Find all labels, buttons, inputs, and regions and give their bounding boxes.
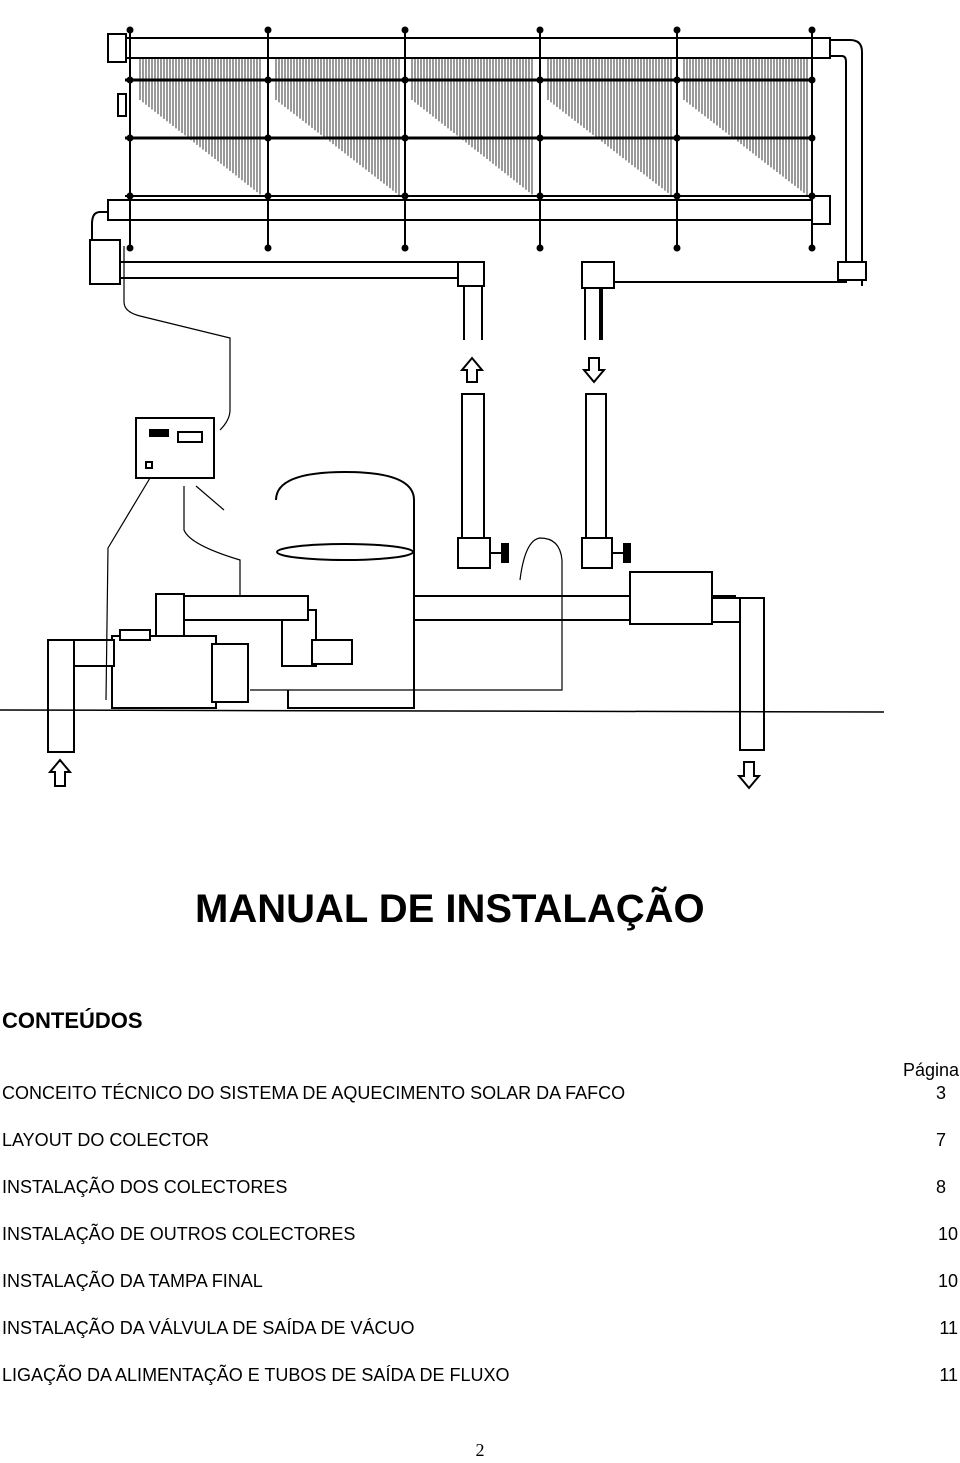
toc-entry[interactable]: LAYOUT DO COLECTOR 7 xyxy=(2,1130,958,1177)
collector-top-header xyxy=(107,37,831,59)
toc-entry-page: 7 xyxy=(935,1130,946,1150)
up-arrow-icon xyxy=(459,356,485,383)
table-of-contents: CONCEITO TÉCNICO DO SISTEMA DE AQUECIMEN… xyxy=(2,1083,958,1412)
page-number: 2 xyxy=(475,1440,485,1460)
valve-right xyxy=(581,537,631,569)
controller-box xyxy=(135,417,215,479)
toc-entry-label: LIGAÇÃO DA ALIMENTAÇÃO E TUBOS DE SAÍDA … xyxy=(2,1365,510,1385)
toc-entry[interactable]: INSTALAÇÃO DOS COLECTORES 8 xyxy=(2,1177,958,1224)
down-arrow-icon xyxy=(581,357,607,384)
section-title: CONTEÚDOS xyxy=(2,1008,143,1033)
collector-bottom-header xyxy=(107,199,831,221)
toc-entry[interactable]: INSTALAÇÃO DE OUTROS COLECTORES 10 xyxy=(2,1224,958,1271)
heater-box xyxy=(629,571,713,625)
pump xyxy=(111,629,249,709)
toc-entry-page: 10 xyxy=(937,1271,958,1291)
toc-entry-page: 11 xyxy=(939,1318,958,1338)
toc-entry[interactable]: CONCEITO TÉCNICO DO SISTEMA DE AQUECIMEN… xyxy=(2,1083,958,1130)
up-arrow-icon xyxy=(47,758,73,787)
toc-entry[interactable]: LIGAÇÃO DA ALIMENTAÇÃO E TUBOS DE SAÍDA … xyxy=(2,1365,958,1412)
toc-entry[interactable]: INSTALAÇÃO DA TAMPA FINAL 10 xyxy=(2,1271,958,1318)
filter-tank xyxy=(275,470,415,709)
page-column-header: Página xyxy=(902,1060,959,1080)
toc-entry-label: INSTALAÇÃO DOS COLECTORES xyxy=(2,1177,288,1197)
document-title: MANUAL DE INSTALAÇÃO xyxy=(195,887,705,931)
toc-entry-label: INSTALAÇÃO DA TAMPA FINAL xyxy=(2,1271,263,1291)
toc-entry-page: 8 xyxy=(935,1177,946,1197)
toc-entry[interactable]: INSTALAÇÃO DA VÁLVULA DE SAÍDA DE VÁCUO 1… xyxy=(2,1318,958,1365)
toc-entry-page: 11 xyxy=(939,1365,958,1385)
valve-left xyxy=(457,537,509,569)
toc-entry-page: 3 xyxy=(935,1083,946,1103)
toc-entry-label: INSTALAÇÃO DA VÁLVULA DE SAÍDA DE VÁCUO xyxy=(2,1318,415,1338)
solar-system-diagram xyxy=(0,26,885,790)
toc-entry-page: 10 xyxy=(937,1224,958,1244)
toc-entry-label: LAYOUT DO COLECTOR xyxy=(2,1130,210,1150)
toc-entry-label: CONCEITO TÉCNICO DO SISTEMA DE AQUECIMEN… xyxy=(2,1083,626,1103)
toc-entry-label: INSTALAÇÃO DE OUTROS COLECTORES xyxy=(2,1224,356,1244)
down-arrow-icon xyxy=(736,761,762,790)
